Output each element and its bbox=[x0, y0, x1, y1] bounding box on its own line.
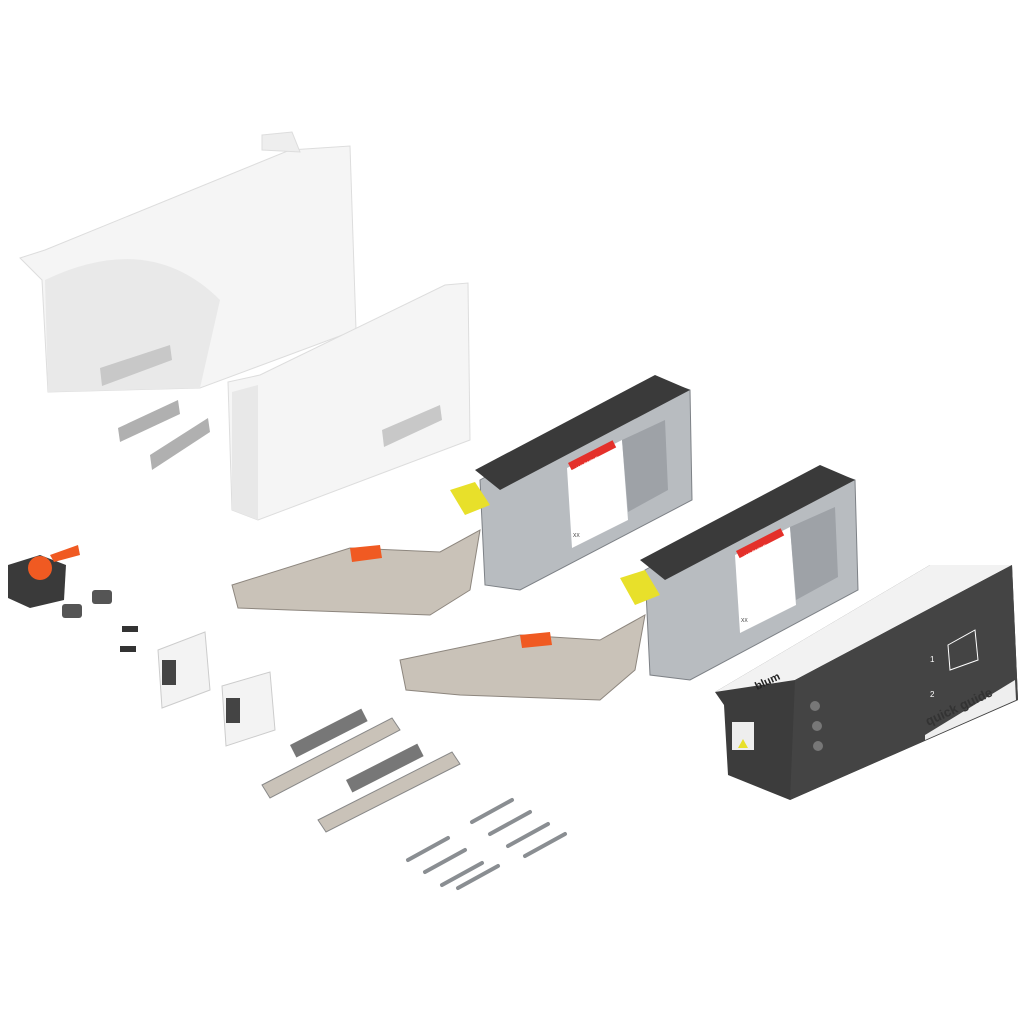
lift-mechanism-2: WARNING XX bbox=[399, 465, 859, 701]
cover-cap-small bbox=[227, 282, 471, 521]
servo-drive-unit: quick guide blum 1 2 bbox=[715, 565, 1018, 800]
logo-plates bbox=[118, 400, 210, 470]
screws bbox=[406, 798, 567, 890]
small-parts bbox=[8, 545, 276, 747]
step-1: 1 bbox=[930, 655, 935, 664]
lift-mechanism-1: WARNING XX bbox=[231, 375, 693, 616]
step-2: 2 bbox=[930, 690, 935, 699]
cover-cap-large bbox=[19, 131, 357, 393]
mounting-plates bbox=[261, 708, 461, 833]
label-code-2: XX bbox=[741, 618, 748, 624]
label-code-1: XX bbox=[573, 533, 580, 539]
